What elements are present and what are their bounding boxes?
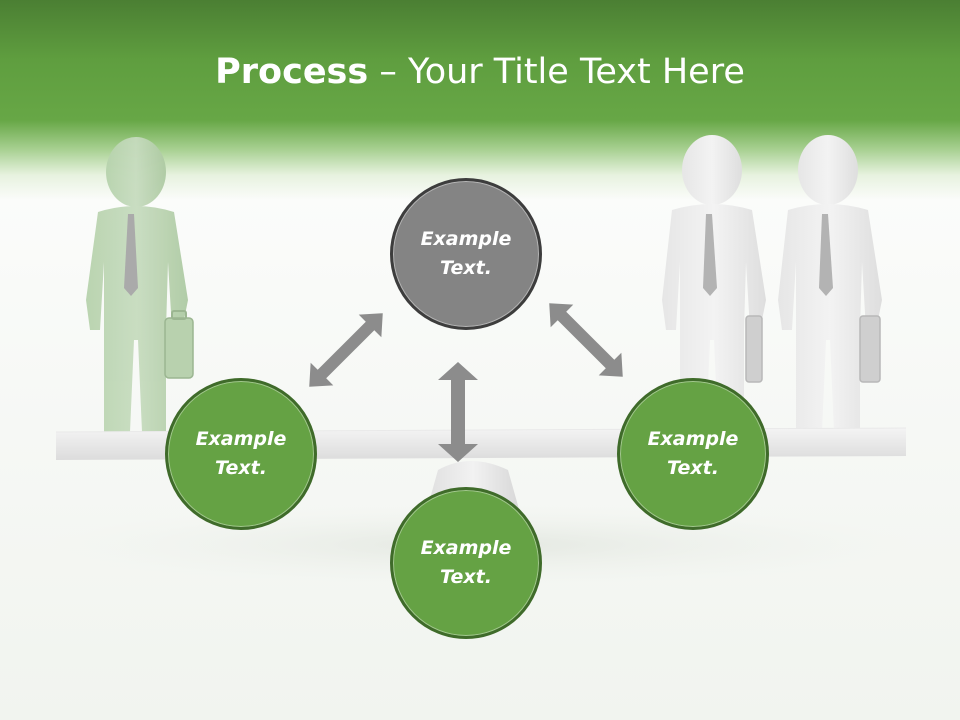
white-businessman-figure-1 [662, 135, 766, 432]
double-arrow-right [549, 303, 623, 377]
node-right-line2: Text. [667, 457, 719, 479]
slide-title: Process – Your Title Text Here [0, 52, 960, 92]
title-bold: Process [215, 52, 369, 92]
process-node-bottom: Example Text. [390, 487, 542, 639]
process-node-right: Example Text. [617, 378, 769, 530]
double-arrow-vertical [438, 362, 478, 462]
node-bottom-line2: Text. [440, 566, 492, 588]
node-bottom-line1: Example [420, 537, 512, 559]
node-left-line1: Example [195, 428, 287, 450]
title-rest: – Your Title Text Here [368, 52, 745, 92]
double-arrow-left [309, 313, 383, 387]
white-businessman-figure-2 [778, 135, 882, 432]
process-node-top: Example Text. [390, 178, 542, 330]
node-top-line2: Text. [440, 257, 492, 279]
node-right-line1: Example [647, 428, 739, 450]
node-top-line1: Example [420, 228, 512, 250]
process-node-left: Example Text. [165, 378, 317, 530]
arrow-group [309, 303, 623, 462]
green-businessman-figure [86, 137, 194, 432]
node-left-line2: Text. [215, 457, 267, 479]
